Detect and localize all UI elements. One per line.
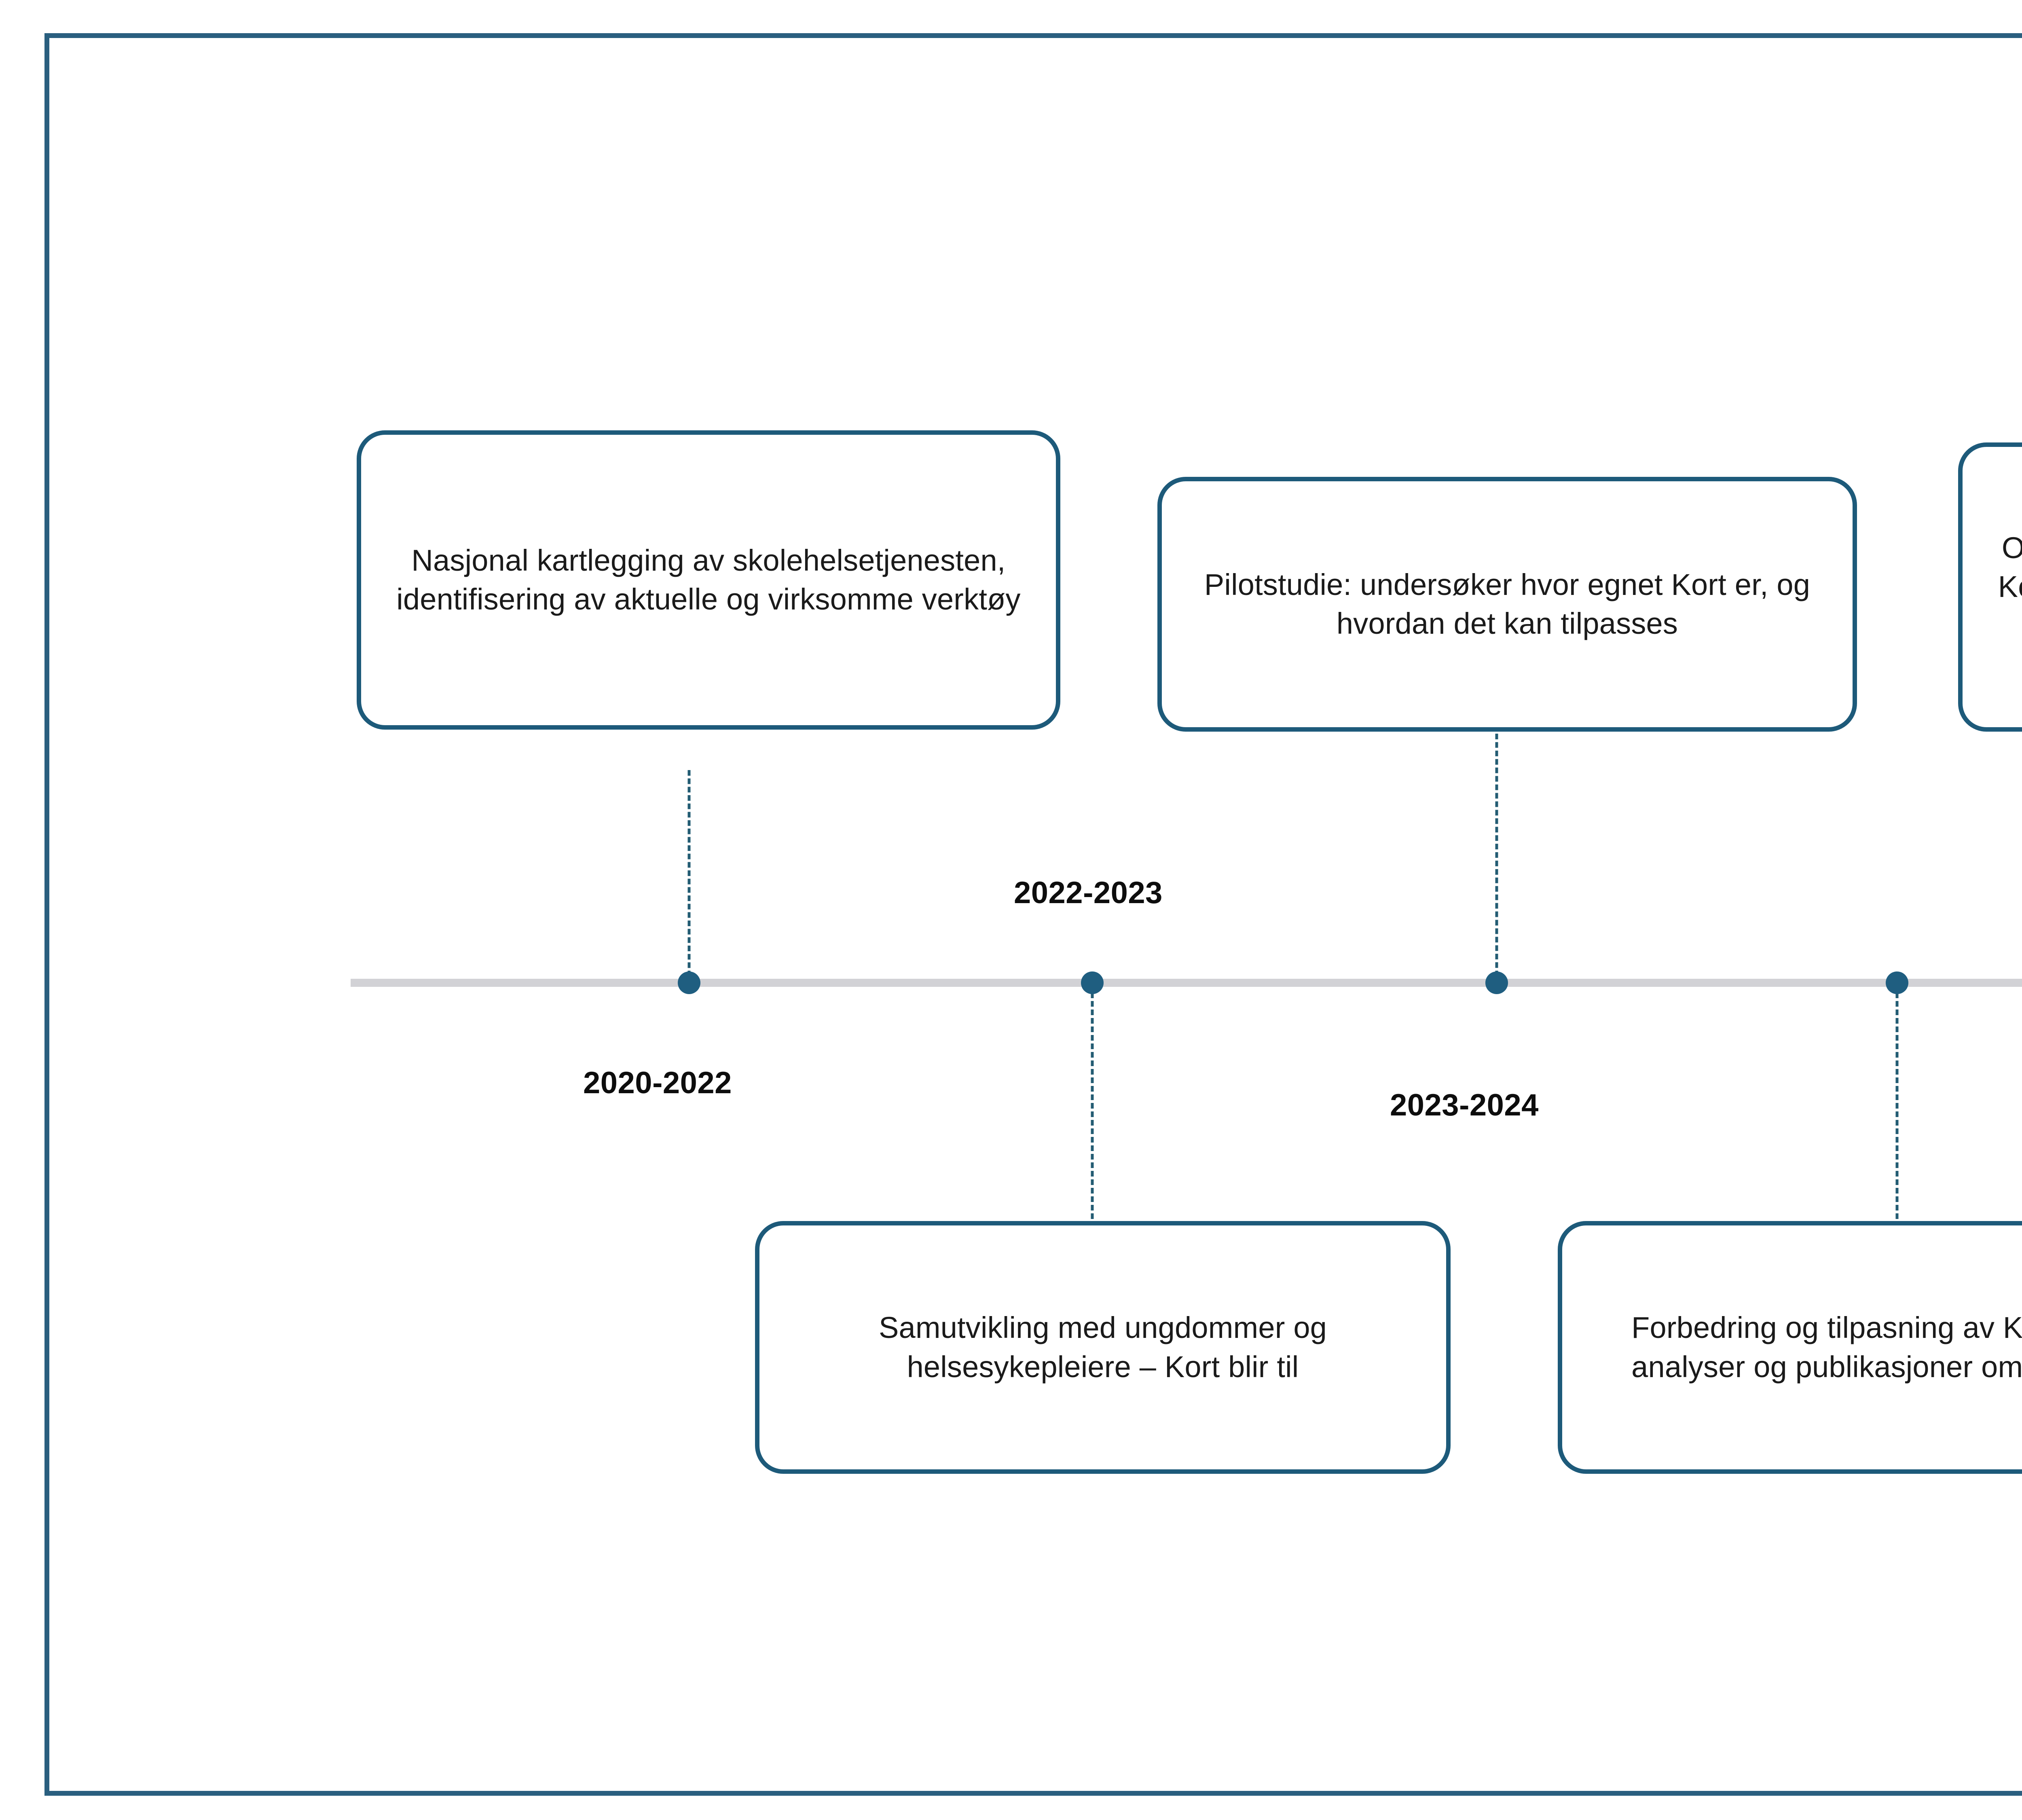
milestone-dot-2[interactable] — [1081, 971, 1104, 994]
event-box-4-text: Forbedring og tilpasning av Kort, oppsta… — [1631, 1311, 2022, 1384]
milestone-dot-1[interactable] — [678, 971, 700, 994]
date-label-2: 2022-2023 — [1014, 876, 1163, 910]
event-box-3-text: Pilotstudie: undersøker hvor egnet Kort … — [1204, 567, 1810, 640]
connector-line-2 — [1091, 993, 1094, 1219]
event-box-5-text: Oppstart effektstudie: Undersøker effekt… — [1998, 531, 2022, 604]
event-box-4[interactable]: Forbedring og tilpasning av Kort, oppsta… — [1558, 1221, 2022, 1474]
event-box-2[interactable]: Samutvikling med ungdommer og helsesykep… — [755, 1221, 1451, 1474]
event-box-1-text: Nasjonal kartlegging av skolehelsetjenes… — [396, 543, 1021, 616]
milestone-dot-4[interactable] — [1886, 971, 1908, 994]
event-box-5[interactable]: Oppstart effektstudie: Undersøker effekt… — [1958, 442, 2022, 732]
connector-line-4 — [1895, 993, 1899, 1219]
date-label-3: 2023-2024 — [1390, 1088, 1539, 1122]
diagram-frame: Nasjonal kartlegging av skolehelsetjenes… — [44, 33, 2022, 1796]
event-box-3[interactable]: Pilotstudie: undersøker hvor egnet Kort … — [1157, 477, 1857, 732]
connector-line-1 — [687, 770, 691, 976]
milestone-dot-3[interactable] — [1485, 971, 1508, 994]
event-box-2-text: Samutvikling med ungdommer og helsesykep… — [878, 1311, 1327, 1384]
timeline-axis-line — [351, 979, 2022, 987]
connector-line-3 — [1495, 734, 1498, 976]
event-box-1[interactable]: Nasjonal kartlegging av skolehelsetjenes… — [357, 430, 1060, 730]
date-label-1: 2020-2022 — [583, 1066, 732, 1100]
